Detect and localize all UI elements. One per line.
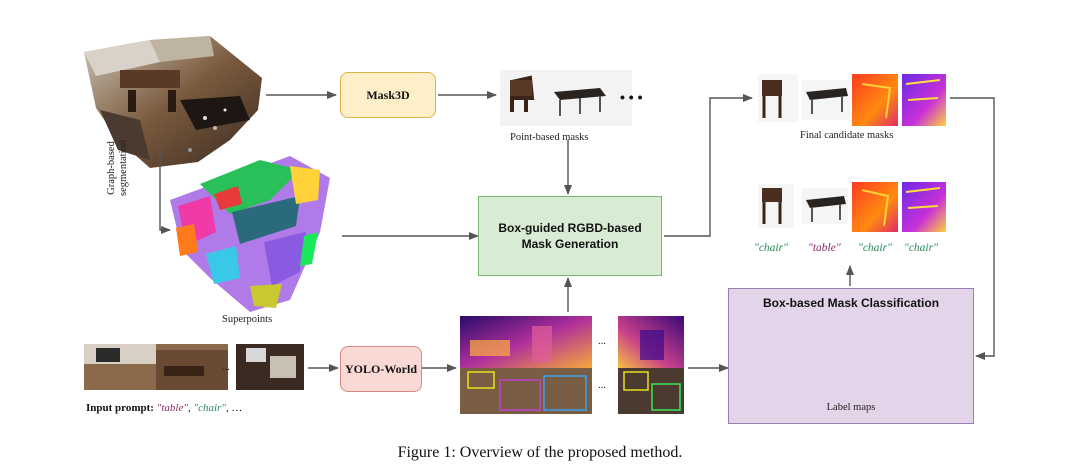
figure-caption: Figure 1: Overview of the proposed metho… xyxy=(397,444,683,461)
mask3d-label: Mask3D xyxy=(366,87,410,102)
yolo-world-label: YOLO-World xyxy=(344,361,417,376)
boxes-ellipsis: ... xyxy=(598,380,606,391)
input-prompt-prefix: Input prompt: xyxy=(86,402,157,414)
prompt-sep2: , … xyxy=(225,402,243,414)
prompt-chair: "chair" xyxy=(193,402,226,414)
prompt-table: "table" xyxy=(156,402,188,414)
ellipsis-dots: • • • xyxy=(620,89,643,105)
class-label-chair-3: "chair" xyxy=(904,242,938,254)
graph-segmentation-label: Graph-based segmentation xyxy=(106,140,130,196)
class-label-table: "table" xyxy=(808,242,841,254)
generation-label-line2: Mask Generation xyxy=(521,237,619,251)
input-prompt: Input prompt: "table", "chair", … xyxy=(86,402,242,414)
graph-segmentation-line2: segmentation xyxy=(118,140,129,196)
class-label-chair-2: "chair" xyxy=(858,242,892,254)
generation-label-line1: Box-guided RGBD-based xyxy=(498,221,642,235)
connectors xyxy=(159,91,995,372)
prompt-sep1: , xyxy=(187,402,194,414)
frames-ellipsis: ... xyxy=(222,362,230,373)
superpoints-image xyxy=(170,156,330,312)
final-candidate-masks-label: Final candidate masks xyxy=(800,130,894,141)
class-label-chair-1: "chair" xyxy=(754,242,788,254)
classification-title: Box-based Mask Classification xyxy=(762,296,940,310)
depth-and-box-images xyxy=(460,316,684,414)
box-classification-node xyxy=(728,288,974,424)
mask3d-node: Mask3D xyxy=(340,72,436,118)
arrow-graph-segmentation xyxy=(159,150,171,234)
depth-ellipsis: ... xyxy=(598,336,606,347)
classified-masks-image xyxy=(758,182,946,232)
graph-segmentation-line1: Graph-based xyxy=(106,141,117,195)
box-guided-generation-node: Box-guided RGBD-based Mask Generation xyxy=(478,196,662,276)
label-maps-label: Label maps xyxy=(826,402,876,413)
arrow-final-to-labelmaps xyxy=(950,97,995,360)
yolo-world-node: YOLO-World xyxy=(340,346,422,392)
arrow-generation-to-final xyxy=(664,94,753,237)
input-frames-image xyxy=(84,344,304,390)
scene-point-cloud-image xyxy=(84,36,262,168)
final-candidate-masks-image xyxy=(758,74,946,126)
superpoints-label: Superpoints xyxy=(222,314,273,325)
point-based-masks-image xyxy=(500,70,632,126)
point-based-masks-label: Point-based masks xyxy=(510,132,589,143)
